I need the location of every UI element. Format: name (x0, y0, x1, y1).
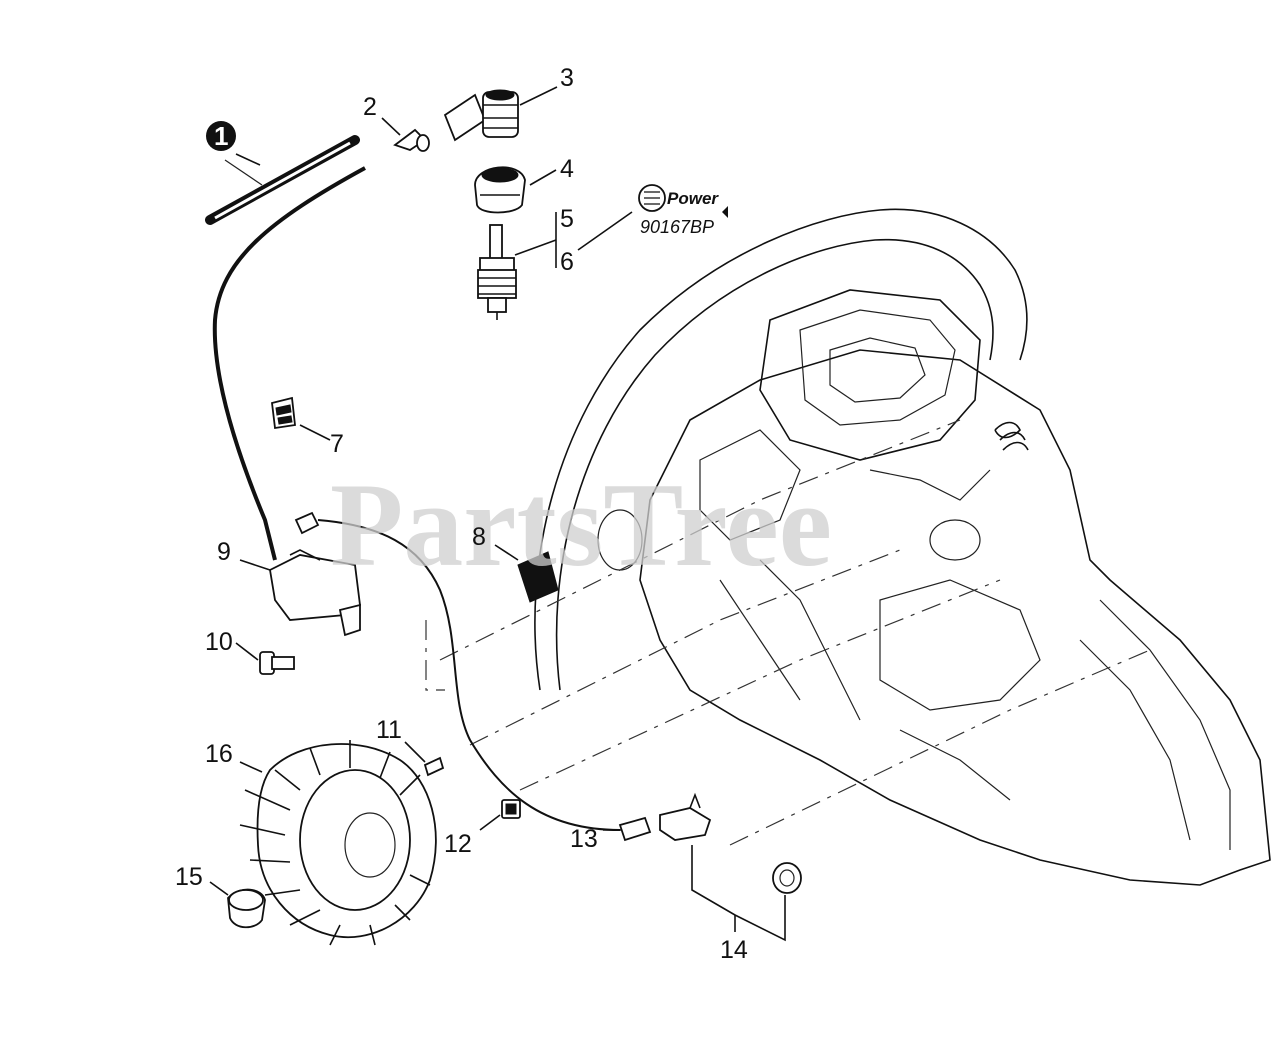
callout-7[interactable]: 7 (330, 430, 344, 458)
callout-16[interactable]: 16 (205, 740, 233, 768)
spark-plug-boot-part[interactable] (443, 89, 519, 142)
cap-part[interactable] (227, 888, 266, 929)
cable-clip-part[interactable] (271, 396, 296, 430)
brand-logo: Power 90167BP (638, 184, 728, 237)
callout-6[interactable]: 6 (560, 248, 574, 276)
ignition-module-part[interactable] (269, 511, 621, 831)
callout-1-badge (206, 121, 236, 151)
callout-4[interactable]: 4 (560, 155, 574, 183)
brand-name: Power (667, 189, 719, 208)
callout-12[interactable]: 12 (444, 830, 472, 858)
callout-1[interactable]: 1 (214, 121, 228, 151)
flywheel-key-part[interactable] (423, 756, 445, 777)
callout-11[interactable]: 11 (376, 716, 402, 744)
callout-14[interactable]: 14 (720, 936, 748, 964)
callout-13[interactable]: 13 (570, 825, 598, 853)
leader-lines (209, 86, 786, 942)
stop-switch-part[interactable] (659, 792, 802, 894)
wire-connector-part[interactable] (618, 816, 652, 842)
callout-10[interactable]: 10 (205, 628, 233, 656)
fuel-hose-part[interactable] (205, 135, 366, 561)
assembly-guide-lines (425, 419, 1151, 846)
nut-part[interactable] (501, 799, 521, 819)
grommet-part[interactable] (474, 166, 526, 214)
callout-9[interactable]: 9 (217, 538, 231, 566)
spark-plug-part[interactable] (477, 224, 517, 320)
callout-3[interactable]: 3 (560, 64, 574, 92)
bolt-part[interactable] (259, 651, 295, 675)
watermark: PartsTree (330, 458, 832, 591)
flywheel-part[interactable] (239, 740, 437, 946)
callout-15[interactable]: 15 (175, 863, 203, 891)
callout-labels: 1 2 3 4 5 6 7 8 9 10 11 12 13 14 15 16 (175, 64, 748, 964)
callout-8[interactable]: 8 (472, 523, 486, 551)
callout-5[interactable]: 5 (560, 205, 574, 233)
filter-pad-part[interactable] (517, 551, 559, 603)
callout-2[interactable]: 2 (363, 93, 377, 121)
spring-clip-part[interactable] (393, 128, 430, 152)
brand-part-number: 90167BP (640, 217, 714, 237)
